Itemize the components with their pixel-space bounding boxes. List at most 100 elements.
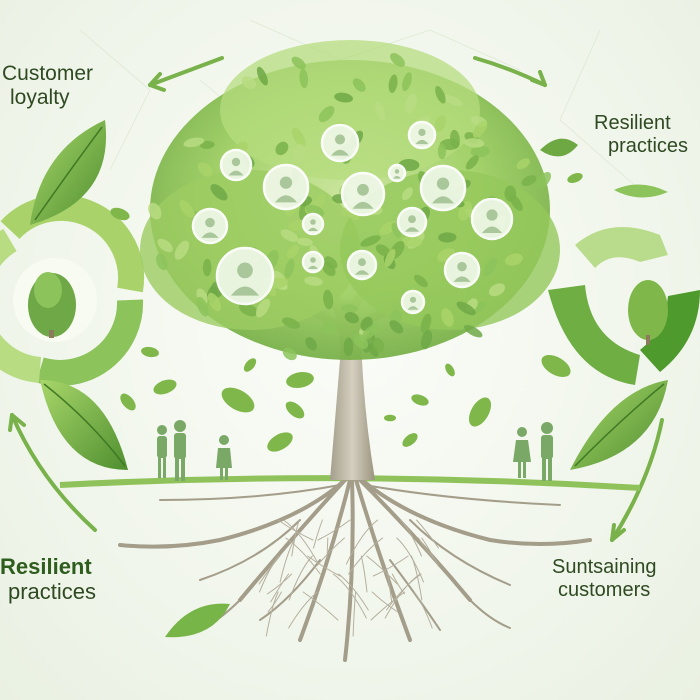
leaf-icon [323, 289, 334, 310]
customer-bubble [262, 163, 310, 211]
label-line: loyalty [10, 86, 70, 110]
leaf-icon [255, 298, 271, 318]
leaf-icon [207, 292, 222, 312]
tree-roots [118, 478, 592, 662]
leaf-icon [299, 68, 309, 89]
person-icon [216, 435, 232, 480]
falling-leaf-icon [285, 401, 305, 419]
label-line: practices [8, 579, 97, 605]
root-hair [265, 591, 279, 637]
person-icon [457, 261, 467, 272]
root-hair [387, 573, 393, 603]
person-icon [357, 183, 369, 196]
leaf-icon [388, 74, 398, 93]
root-hair [400, 519, 422, 557]
customer-bubble [407, 120, 437, 150]
root [358, 478, 472, 602]
person-icon [486, 209, 498, 221]
root [259, 559, 321, 621]
leaf-icon [286, 244, 300, 259]
left-recycle-icon [0, 194, 145, 386]
person-icon [541, 422, 553, 481]
people-left [157, 420, 232, 481]
leaf-icon [344, 312, 360, 324]
leaf-icon [321, 322, 338, 334]
leaf-icon [282, 347, 297, 361]
leaf-icon [435, 86, 446, 104]
root-hair [371, 591, 399, 613]
leaf-icon [239, 302, 258, 317]
root [298, 478, 352, 642]
leaf-icon [504, 253, 523, 266]
root [389, 559, 441, 631]
customer-bubbles [191, 120, 514, 315]
customer-bubble [346, 249, 378, 281]
label-resilient-practices-top: Resilient practices [594, 112, 688, 158]
leaf-icon [521, 175, 537, 186]
root-hair [360, 555, 368, 593]
leaf-icon [291, 127, 306, 148]
root-hair [418, 537, 434, 559]
root [118, 478, 347, 549]
root-hair [348, 537, 384, 575]
arrow-left-icon [10, 413, 97, 532]
leaf-icon [241, 76, 257, 89]
person-icon [408, 215, 416, 224]
leaf-icon [281, 317, 301, 329]
falling-leaf-icon [267, 432, 293, 452]
root-hair [396, 537, 424, 583]
falling-leaf-icon [286, 372, 314, 388]
root-hair [372, 555, 409, 577]
leaf-icon [275, 141, 289, 156]
root-hair [266, 573, 293, 595]
leaf-icon [516, 158, 530, 170]
root-hair [291, 519, 300, 557]
root-hair [410, 555, 423, 601]
root-hair [259, 555, 280, 593]
leaf-icon [463, 325, 483, 338]
falling-leaf-icon [141, 346, 159, 358]
root-hair [317, 519, 351, 541]
leaf-icon [199, 140, 215, 149]
root-hair [338, 573, 369, 611]
leaf-icon [305, 337, 317, 351]
falling-leaf-icon [120, 393, 136, 411]
leaf-icon [472, 120, 488, 138]
person-icon [358, 258, 366, 267]
label-sustaining-customers: Suntsaining customers [552, 556, 657, 602]
leaf-icon [361, 323, 380, 340]
leaf-icon [293, 143, 306, 164]
arrow-right-icon [610, 418, 664, 542]
root [364, 484, 561, 506]
leaf-icon [284, 258, 295, 279]
person-icon [279, 176, 293, 189]
person-icon [409, 296, 417, 303]
arrow-left-head-icon [8, 413, 26, 432]
customer-bubble [219, 148, 253, 182]
person-icon [310, 257, 316, 263]
customer-bubble [215, 246, 275, 306]
person-icon [174, 420, 186, 481]
leaf-icon [40, 380, 128, 470]
leaf-icon [157, 238, 173, 253]
leaf-icon [318, 105, 335, 123]
falling-leaf-icon [541, 354, 571, 378]
label-resilient-practices-bottom: Resilient practices [0, 554, 96, 605]
people-right [513, 422, 553, 481]
root-hair [267, 591, 282, 613]
leaf-icon [322, 261, 336, 277]
label-line: Resilient [594, 112, 671, 134]
leaf-icon [472, 301, 486, 314]
small-tree-icon [628, 280, 668, 340]
falling-leaf-icon [221, 387, 255, 413]
root [238, 478, 347, 602]
leaf-icon [291, 56, 306, 70]
root-hair [313, 519, 323, 549]
root [159, 484, 341, 501]
root [360, 478, 592, 546]
root-hair [270, 573, 290, 603]
arrow-top-right-head-icon [530, 70, 547, 87]
label-line: Suntsaining [552, 556, 657, 578]
falling-leaf-icon [468, 397, 492, 427]
leaf-icon [256, 66, 268, 86]
